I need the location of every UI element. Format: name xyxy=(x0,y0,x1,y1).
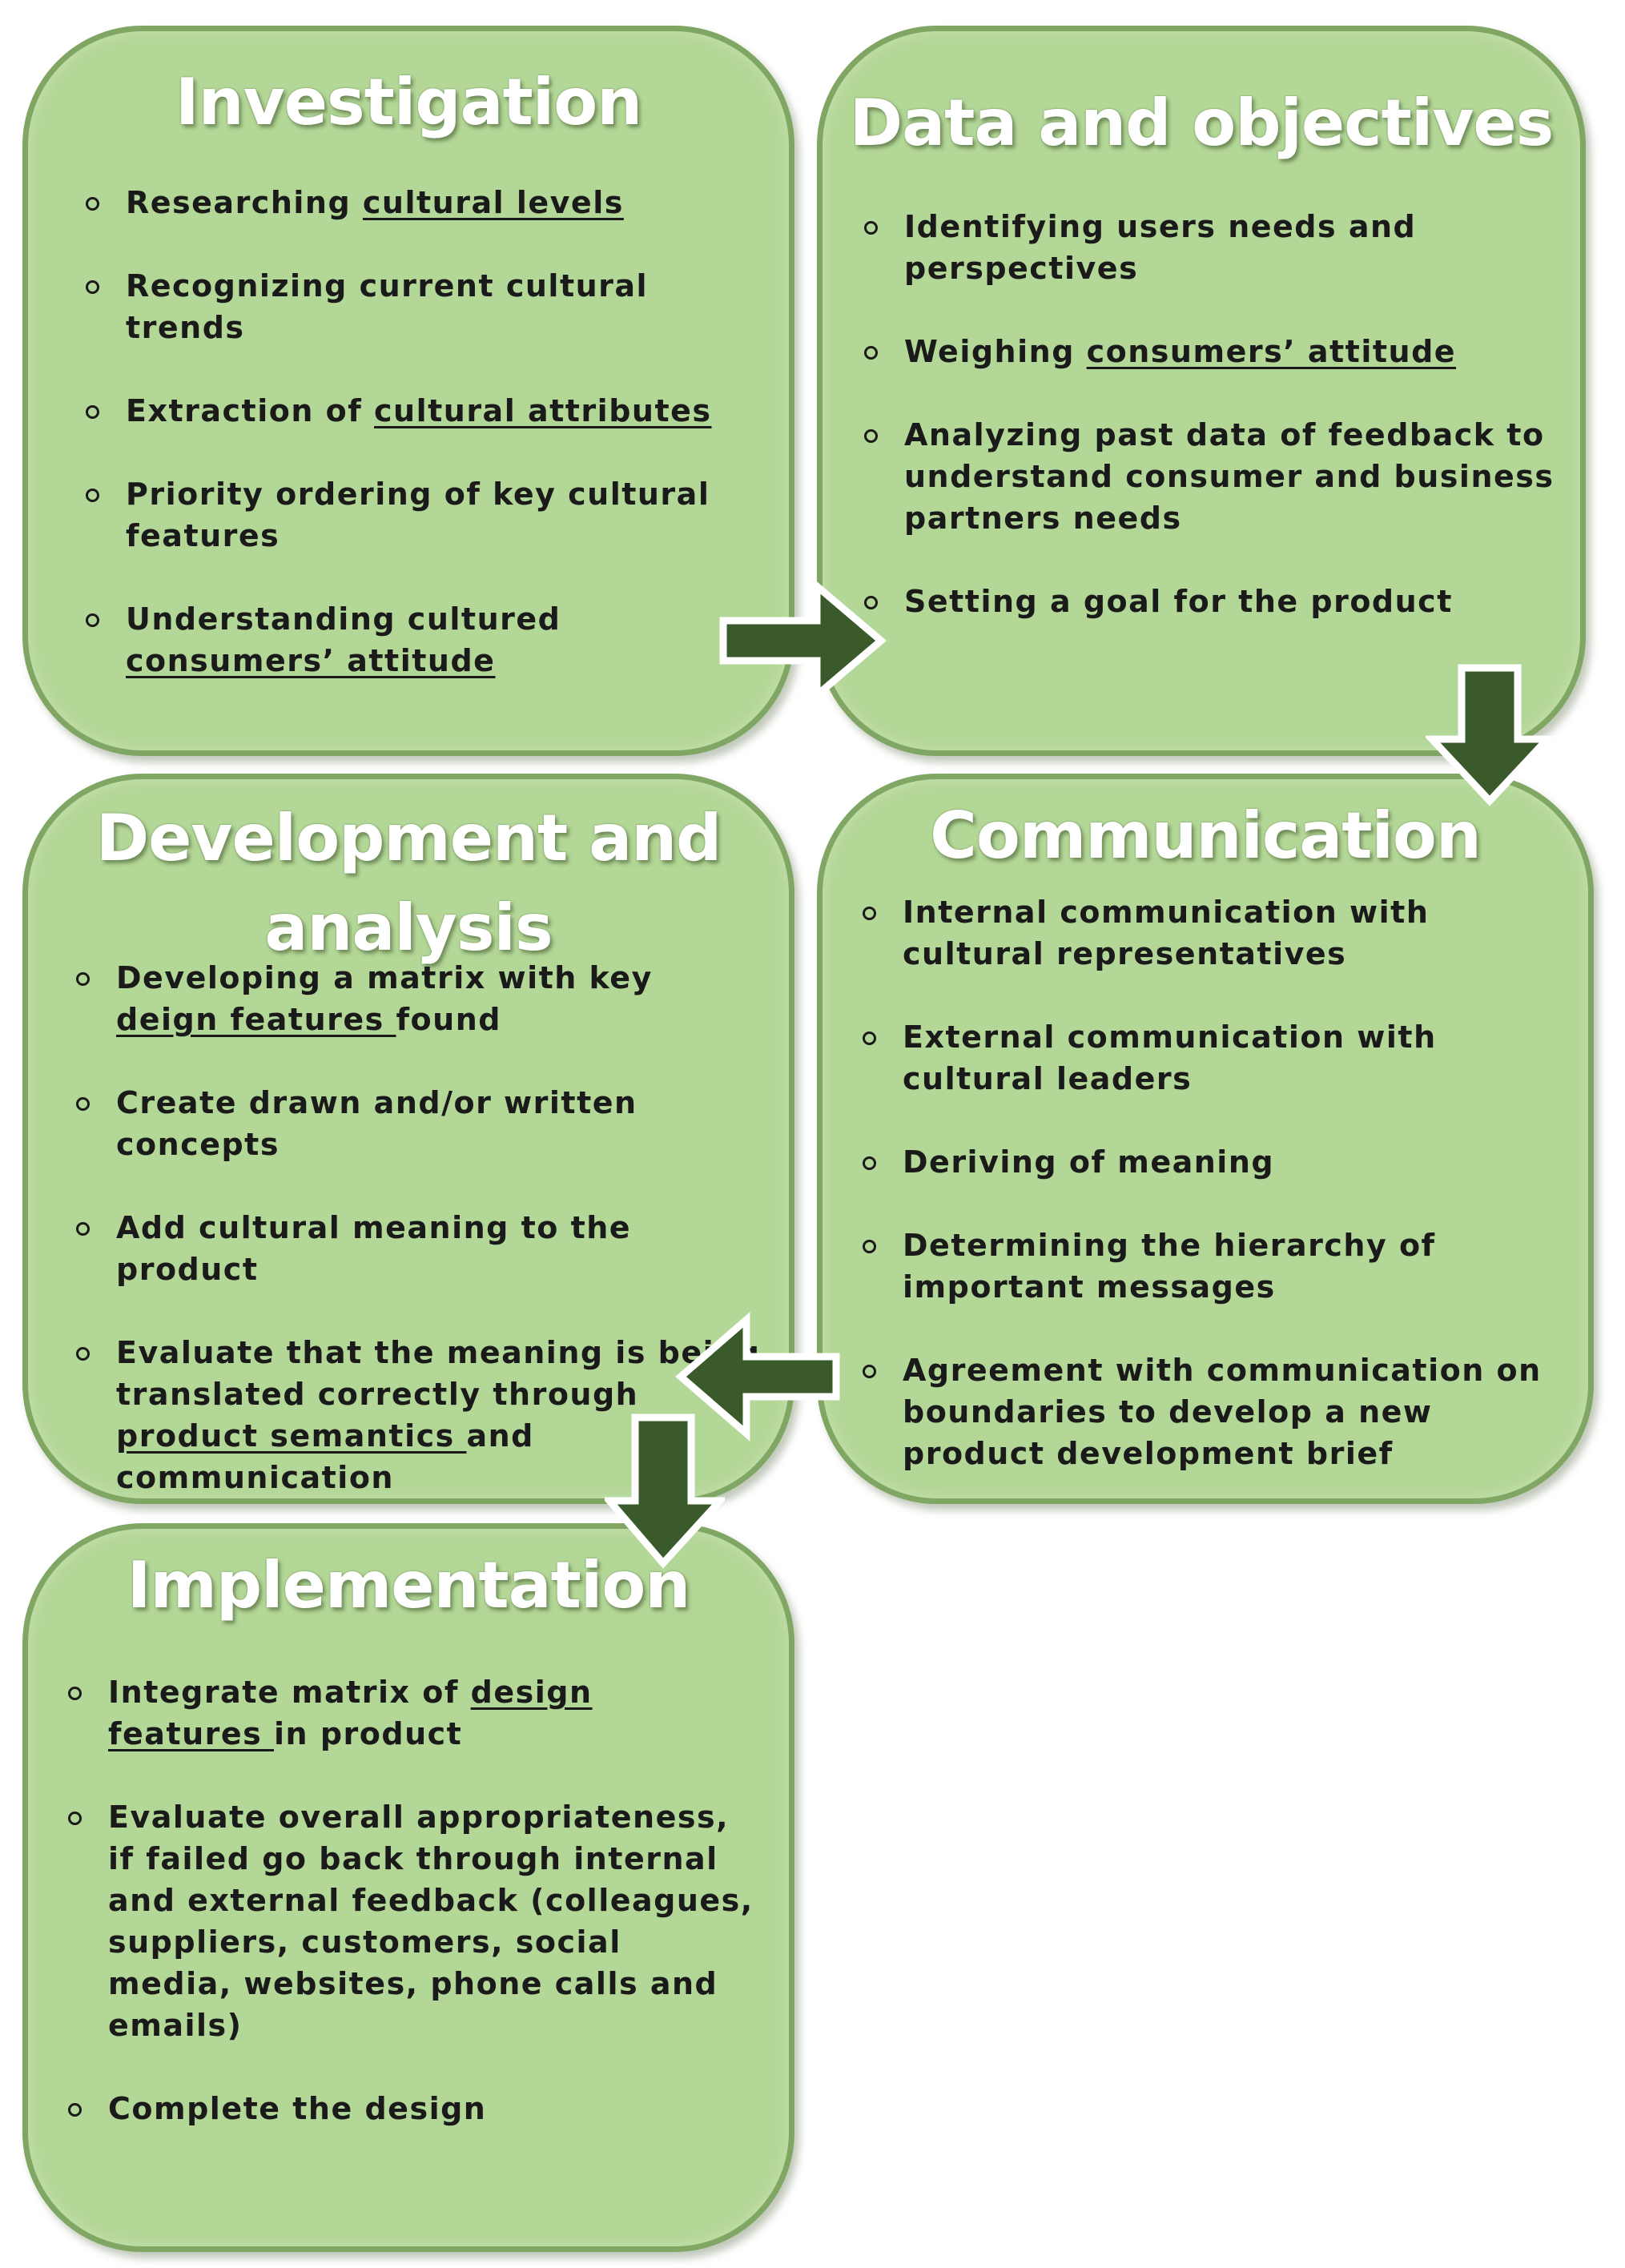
arrow-right-icon xyxy=(719,578,887,703)
list-item: Recognizing current cultural trends xyxy=(84,265,741,348)
development-analysis-list: Developing a matrix with key deign featu… xyxy=(74,957,763,1582)
list-item: Determining the hierarchy of important m… xyxy=(861,1224,1566,1308)
underlined-term: cultural levels xyxy=(362,185,624,220)
development-analysis-box: Development and analysis Developing a ma… xyxy=(22,774,794,1578)
list-item: Integrate matrix of design features in p… xyxy=(66,1671,755,1755)
implementation-list: Integrate matrix of design features in p… xyxy=(66,1671,755,2129)
item-text: Priority ordering of key cultural featur… xyxy=(126,477,710,553)
investigation-box: Investigation Researching cultural level… xyxy=(22,26,794,756)
list-item: Priority ordering of key cultural featur… xyxy=(84,473,741,557)
item-text: Integrate matrix of xyxy=(108,1675,471,1710)
underlined-term: consumers’ attitude xyxy=(1086,334,1457,369)
item-text: Add cultural meaning to the product xyxy=(116,1210,632,1287)
list-item: Researching cultural levels xyxy=(84,182,741,223)
item-text: in product xyxy=(274,1716,463,1751)
list-item: Complete the design xyxy=(66,2088,755,2129)
list-item: External communication with cultural lea… xyxy=(861,1016,1566,1100)
arrow-down-icon xyxy=(605,1413,725,1569)
underlined-term: cultural attributes xyxy=(374,393,712,428)
list-item: Agreement with communication on boundari… xyxy=(861,1349,1566,1474)
item-text: Evaluate that the meaning is being trans… xyxy=(116,1335,761,1412)
list-item: Developing a matrix with key deign featu… xyxy=(74,957,763,1040)
item-text: Evaluate overall appropriateness, if fai… xyxy=(108,1800,754,2043)
list-item: Create drawn and/or written concepts xyxy=(74,1082,763,1165)
item-text: Extraction of xyxy=(126,393,374,428)
list-item: Understanding cultured consumers’ attitu… xyxy=(84,598,741,682)
item-text: Determining the hierarchy of important m… xyxy=(903,1228,1436,1305)
item-text: Recognizing current cultural trends xyxy=(126,268,649,345)
list-item: Internal communication with cultural rep… xyxy=(861,891,1566,975)
item-text: Internal communication with cultural rep… xyxy=(903,895,1430,971)
list-item: Add cultural meaning to the product xyxy=(74,1207,763,1290)
underlined-term: product semantics xyxy=(116,1418,467,1454)
list-item: Evaluate that the meaning is being trans… xyxy=(74,1332,763,1498)
item-text: External communication with cultural lea… xyxy=(903,1019,1437,1096)
underlined-term: deign features xyxy=(116,1002,396,1037)
underlined-term: design features xyxy=(108,1675,593,1751)
communication-box: Communication Internal communication wit… xyxy=(817,774,1594,1504)
list-item: Extraction of cultural attributes xyxy=(84,390,741,432)
item-text: Researching xyxy=(126,185,363,220)
data-objectives-title: Data and objectives xyxy=(849,86,1555,160)
investigation-title: Investigation xyxy=(175,65,642,139)
communication-list: Internal communication with cultural rep… xyxy=(861,891,1566,1474)
implementation-title: Implementation xyxy=(127,1548,690,1623)
item-text: Create drawn and/or written concepts xyxy=(116,1085,638,1162)
underlined-term: consumers’ attitude xyxy=(126,643,496,678)
item-text: Deriving of meaning xyxy=(903,1144,1275,1180)
item-text: Identifying users needs and perspectives xyxy=(904,209,1417,286)
list-item: Identifying users needs and perspectives xyxy=(863,206,1567,289)
item-text: Complete the design xyxy=(108,2091,487,2126)
arrow-down-icon xyxy=(1426,664,1554,806)
data-objectives-box: Data and objectives Identifying users ne… xyxy=(817,26,1586,756)
implementation-box: Implementation Integrate matrix of desig… xyxy=(22,1523,794,2252)
list-item: Deriving of meaning xyxy=(861,1141,1566,1183)
item-text: Agreement with communication on boundari… xyxy=(903,1353,1542,1471)
item-text: Analyzing past data of feedback to under… xyxy=(904,417,1555,536)
item-text: Setting a goal for the product xyxy=(904,584,1453,619)
list-item: Weighing consumers’ attitude xyxy=(863,331,1567,372)
list-item: Analyzing past data of feedback to under… xyxy=(863,414,1567,539)
arrow-left-icon xyxy=(675,1312,840,1442)
development-analysis-title: Development and analysis xyxy=(95,801,722,965)
item-text: Weighing xyxy=(904,334,1087,369)
item-text: Understanding cultured xyxy=(126,601,561,637)
list-item: Setting a goal for the product xyxy=(863,581,1567,622)
item-text: found xyxy=(396,1002,501,1037)
data-objectives-list: Identifying users needs and perspectives… xyxy=(863,206,1567,622)
item-text: Developing a matrix with key xyxy=(116,960,653,995)
communication-title: Communication xyxy=(930,798,1482,873)
item-text: and communication xyxy=(116,1418,534,1495)
list-item: Evaluate overall appropriateness, if fai… xyxy=(66,1796,755,2046)
